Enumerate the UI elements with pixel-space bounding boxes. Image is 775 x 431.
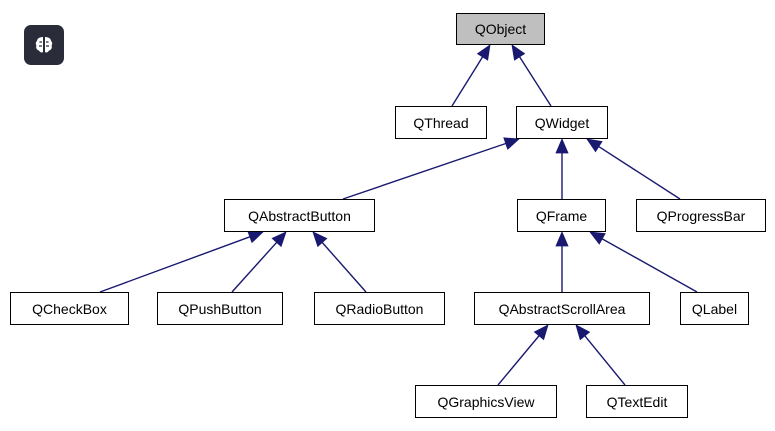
edge-qwidget-to-qobject: [518, 56, 552, 107]
node-qprogressbar[interactable]: QProgressBar: [636, 199, 766, 232]
arrowhead-qpushbutton-to-qabstractbutton: [271, 231, 287, 248]
arrowhead-qabstractbutton-to-qwidget: [503, 137, 520, 150]
arrowhead-qthread-to-qobject: [476, 44, 491, 61]
node-qframe[interactable]: QFrame: [517, 199, 606, 232]
arrowhead-qlabel-to-qframe: [589, 231, 606, 245]
edge-qthread-to-qobject: [451, 56, 484, 107]
node-qgraphicsview[interactable]: QGraphicsView: [415, 385, 557, 418]
node-qabstractscrollarea[interactable]: QAbstractScrollArea: [474, 292, 650, 325]
arrowhead-qwidget-to-qobject: [511, 44, 526, 61]
node-qcheckbox[interactable]: QCheckBox: [10, 292, 129, 325]
edge-qcheckbox-to-qabstractbutton: [99, 236, 251, 293]
node-qradiobutton[interactable]: QRadioButton: [314, 292, 445, 325]
arrowhead-qgraphicsview-to-qabstractscrollarea: [533, 324, 549, 341]
edge-qlabel-to-qframe: [601, 238, 698, 293]
arrowhead-qtextedit-to-qabstractscrollarea: [575, 324, 591, 341]
edge-qtextedit-to-qabstractscrollarea: [584, 335, 626, 386]
arrowhead-qabstractscrollarea-to-qframe: [555, 230, 569, 247]
arrowhead-qradiobutton-to-qabstractbutton: [312, 231, 328, 248]
arrowhead-qprogressbar-to-qwidget: [586, 138, 603, 153]
edge-qgraphicsview-to-qabstractscrollarea: [497, 335, 540, 386]
edge-qradiobutton-to-qabstractbutton: [321, 242, 367, 293]
node-qlabel[interactable]: QLabel: [680, 292, 749, 325]
app-badge[interactable]: [24, 25, 64, 65]
node-qabstractbutton[interactable]: QAbstractButton: [224, 199, 375, 232]
edge-qprogressbar-to-qwidget: [598, 146, 681, 200]
node-qtextedit[interactable]: QTextEdit: [586, 385, 688, 418]
node-qobject[interactable]: QObject: [456, 13, 545, 45]
arrowhead-qcheckbox-to-qabstractbutton: [247, 230, 264, 244]
arrowhead-qframe-to-qwidget: [555, 137, 569, 154]
brain-icon: [35, 37, 53, 53]
node-qwidget[interactable]: QWidget: [516, 106, 608, 139]
edge-qpushbutton-to-qabstractbutton: [231, 241, 278, 293]
edge-qabstractbutton-to-qwidget: [342, 142, 506, 200]
node-qthread[interactable]: QThread: [395, 106, 487, 139]
node-qpushbutton[interactable]: QPushButton: [157, 292, 283, 325]
